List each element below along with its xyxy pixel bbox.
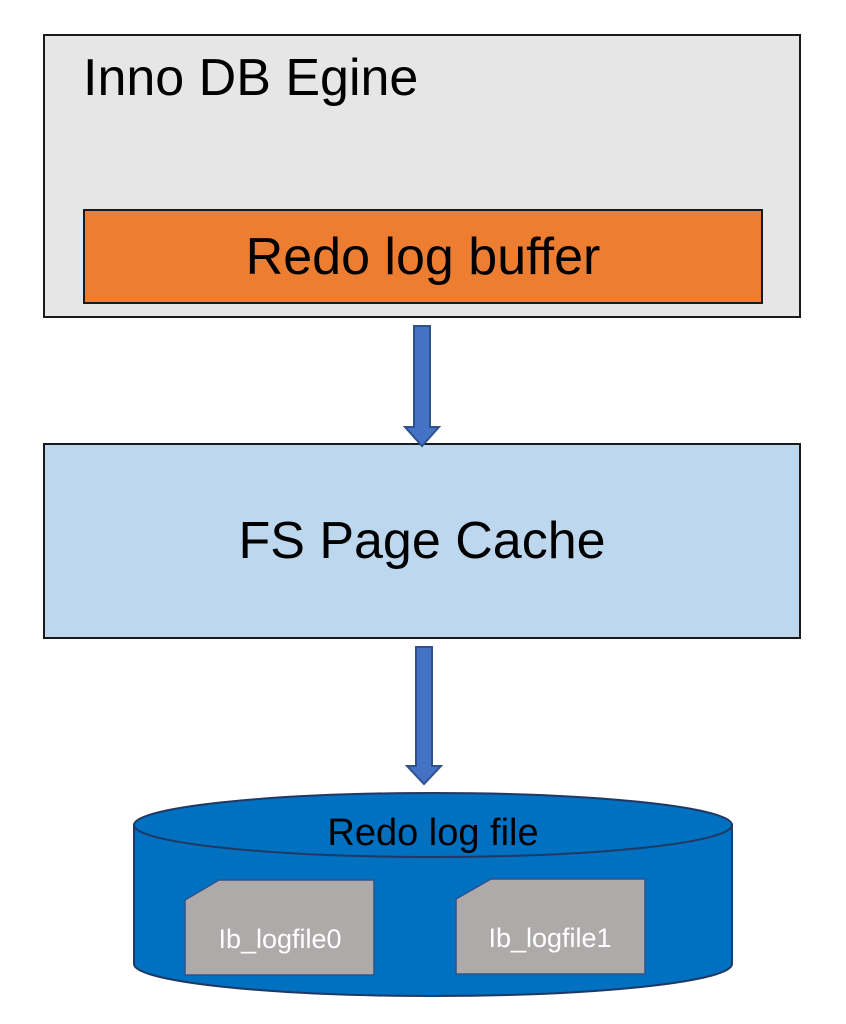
arrow-down-icon — [404, 646, 444, 786]
arrow-down-icon — [402, 325, 442, 448]
redo-log-buffer-box: Redo log buffer — [83, 209, 763, 304]
redo-log-buffer-label: Redo log buffer — [245, 227, 601, 286]
fs-page-cache-label: FS Page Cache — [238, 512, 606, 570]
logfile-1-label: Ib_logfile1 — [488, 923, 611, 953]
logfile-0-label: Ib_logfile0 — [218, 924, 341, 954]
redo-log-file-label: Redo log file — [327, 812, 538, 854]
arrow-buffer-to-cache — [402, 325, 442, 448]
logfile-1: Ib_logfile1 — [455, 878, 646, 975]
innodb-engine-label: Inno DB Egine — [83, 49, 419, 107]
file-icon — [455, 878, 646, 975]
logfile-0: Ib_logfile0 — [184, 879, 375, 976]
file-icon — [184, 879, 375, 976]
arrow-cache-to-disk — [404, 646, 444, 786]
fs-page-cache-box: FS Page Cache — [43, 443, 801, 639]
cylinder-top — [133, 792, 733, 858]
